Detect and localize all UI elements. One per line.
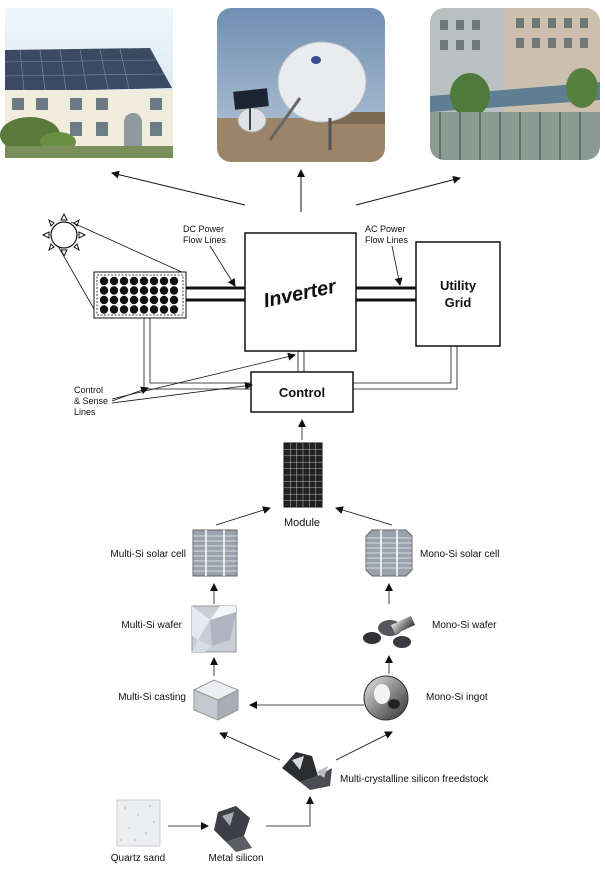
panel-cell xyxy=(109,286,119,295)
ac-label-1: AC Power xyxy=(365,224,406,234)
panel-cell xyxy=(159,276,169,286)
panel-cell xyxy=(99,305,109,314)
panel-cell xyxy=(139,305,149,314)
mono-si-ingot-icon xyxy=(363,675,409,721)
panel-cell xyxy=(129,295,139,305)
mono-si-wafer-icon xyxy=(363,615,416,648)
panel-cell xyxy=(129,276,139,286)
utility-label-2: Grid xyxy=(445,295,472,310)
metal-silicon-icon xyxy=(214,806,252,852)
feedstock-icon xyxy=(282,752,332,790)
panel-cell xyxy=(139,286,149,295)
panel-cell xyxy=(119,276,129,286)
mono-si-wafer-label: Mono-Si wafer xyxy=(432,620,497,631)
panel-cell xyxy=(149,286,159,295)
mono-si-solar-cell-icon xyxy=(365,529,413,577)
feedstock-label: Multi-crystalline silicon freedstock xyxy=(340,774,489,785)
panel-cell xyxy=(159,286,169,295)
panel-cell xyxy=(119,305,129,314)
panel-cell xyxy=(119,295,129,305)
inverter-box: Inverter xyxy=(244,232,357,352)
ac-power-lines xyxy=(356,286,416,302)
panel-cell xyxy=(139,295,149,305)
panel-cell xyxy=(139,276,149,286)
panel-cell xyxy=(169,305,179,314)
panel-cell xyxy=(169,295,179,305)
panel-cell xyxy=(149,276,159,286)
sun-icon xyxy=(41,212,87,258)
metal-silicon-label: Metal silicon xyxy=(208,853,263,864)
panel-cell xyxy=(109,305,119,314)
multi-si-casting-icon xyxy=(192,679,240,721)
control-sense-label-2: & Sense xyxy=(74,396,108,406)
control-label: Control xyxy=(279,385,325,400)
panel-cell xyxy=(119,286,129,295)
panel-cell xyxy=(169,286,179,295)
panel-cell xyxy=(99,286,109,295)
mono-si-solar-cell-label: Mono-Si solar cell xyxy=(420,549,499,560)
building-photo xyxy=(430,8,600,160)
dc-label-2: Flow Lines xyxy=(183,235,227,245)
multi-si-casting-label: Multi-Si casting xyxy=(118,692,186,703)
module-icon xyxy=(283,442,323,508)
satellite-dish-photo xyxy=(217,8,385,162)
quartz-sand-icon xyxy=(116,799,161,847)
control-box: Control xyxy=(250,371,354,413)
solar-panel-icon xyxy=(93,271,187,319)
dc-label-1: DC Power xyxy=(183,224,224,234)
multi-si-solar-cell-label: Multi-Si solar cell xyxy=(110,549,186,560)
multi-si-wafer-label: Multi-Si wafer xyxy=(121,620,182,631)
mono-si-ingot-label: Mono-Si ingot xyxy=(426,692,488,703)
multi-si-wafer-icon xyxy=(191,605,237,653)
panel-cell xyxy=(149,295,159,305)
house-photo xyxy=(0,8,173,158)
panel-cell xyxy=(159,305,169,314)
panel-cell xyxy=(109,276,119,286)
ac-label-2: Flow Lines xyxy=(365,235,409,245)
panel-cell xyxy=(99,295,109,305)
arrow-to-house xyxy=(111,170,246,206)
utility-grid-box: Utility Grid xyxy=(415,241,501,347)
module-label: Module xyxy=(284,517,320,529)
panel-cell xyxy=(149,305,159,314)
panel-cell xyxy=(159,295,169,305)
panel-cell xyxy=(99,276,109,286)
panel-cell xyxy=(129,305,139,314)
control-sense-label-3: Lines xyxy=(74,407,96,417)
panel-cell xyxy=(109,295,119,305)
quartz-sand-label: Quartz sand xyxy=(111,853,165,864)
multi-si-solar-cell-icon xyxy=(192,529,238,577)
arrow-to-building xyxy=(355,175,461,206)
control-sense-label-1: Control xyxy=(74,385,103,395)
dc-power-lines xyxy=(186,286,245,302)
panel-cell xyxy=(169,276,179,286)
panel-cell xyxy=(129,286,139,295)
utility-label-1: Utility xyxy=(440,278,477,293)
